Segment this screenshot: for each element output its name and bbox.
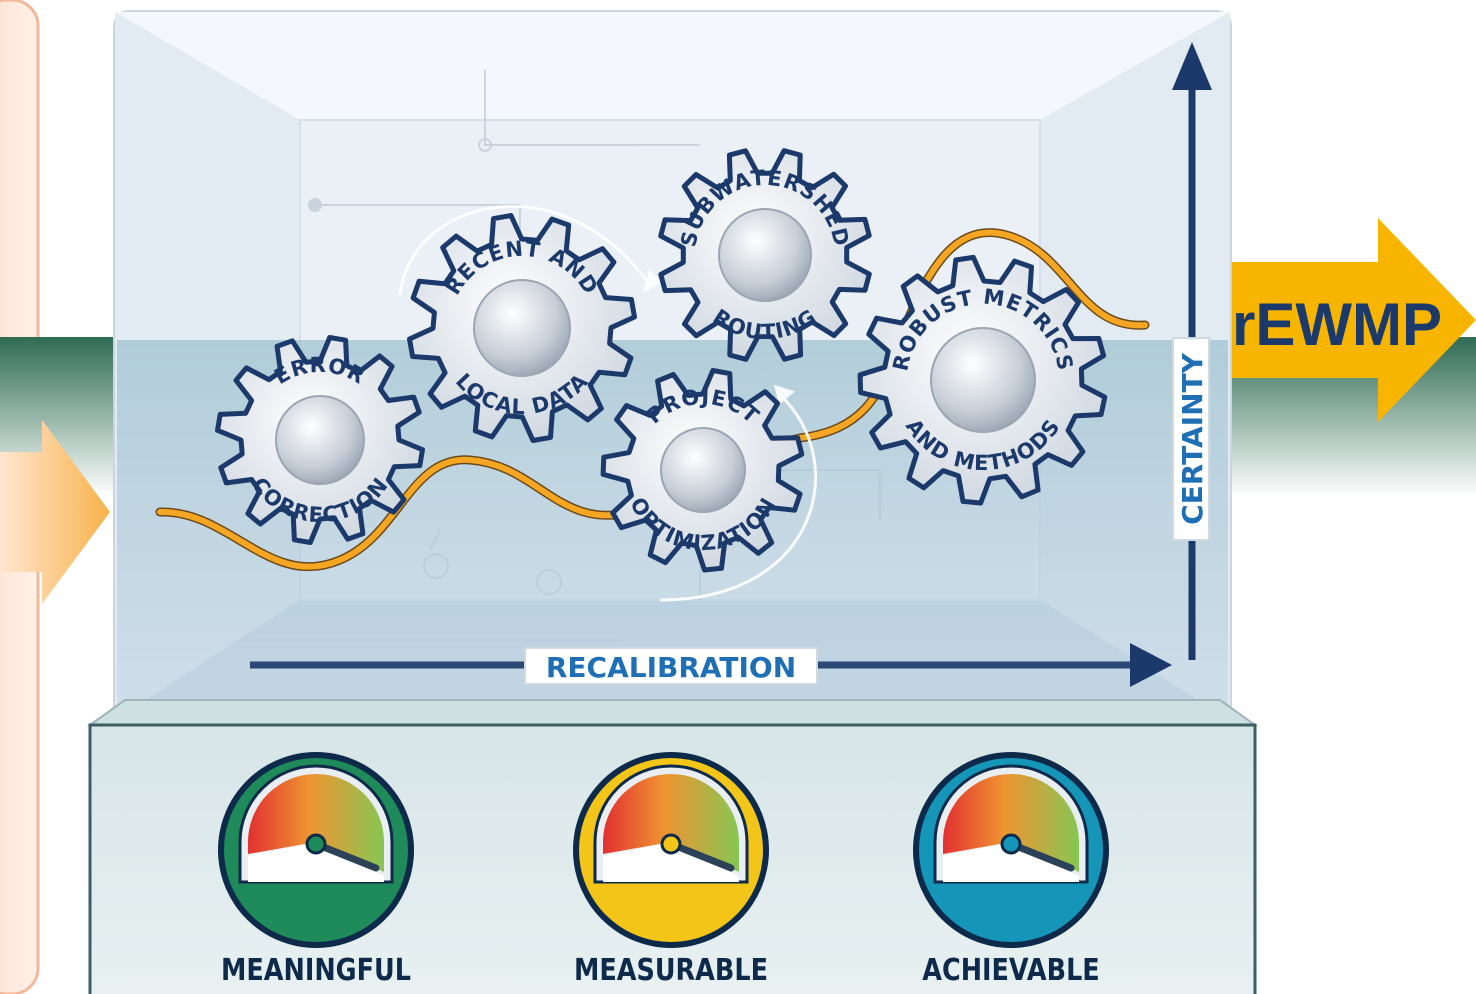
y-axis: CERTAINTY <box>1172 42 1212 660</box>
gauge-dial <box>943 774 1079 872</box>
y-axis-label: CERTAINTY <box>1176 352 1209 525</box>
gauge-pivot <box>660 833 682 855</box>
gear-hub <box>930 327 1036 433</box>
gauges-group: MEANINGFUL MEASURABLE ACHIEVABLE <box>218 752 1109 988</box>
gauge-dial <box>603 774 739 872</box>
gauge-lower-face <box>943 842 1079 882</box>
input-arrow <box>0 420 110 604</box>
x-axis: RECALIBRATION <box>250 643 1172 687</box>
gauge-pivot <box>305 833 327 855</box>
gear-hub <box>473 279 571 377</box>
gauge-needle <box>312 840 380 872</box>
gauge-pivot <box>1000 833 1022 855</box>
gauge-lower-face <box>248 842 384 882</box>
gauge-label: MEASURABLE <box>574 952 768 988</box>
gauge-lower-face <box>603 842 739 882</box>
gear-hub <box>660 427 746 513</box>
gear-hub <box>275 395 365 485</box>
gauge-measurable: MEASURABLE <box>573 752 769 988</box>
gear-hub <box>718 208 812 302</box>
gauge-meaningful: MEANINGFUL <box>218 752 414 988</box>
output-arrow-label: rEWMP <box>1232 291 1442 358</box>
gauge-dial <box>248 774 384 872</box>
output-arrow: rEWMP <box>1228 218 1476 422</box>
gauge-needle <box>1007 840 1075 872</box>
gauge-label: MEANINGFUL <box>221 952 411 988</box>
gauge-achievable: ACHIEVABLE <box>913 752 1109 988</box>
gauge-needle <box>667 840 735 872</box>
rotation-arcs <box>398 205 817 602</box>
gauge-label: ACHIEVABLE <box>922 952 1099 988</box>
x-axis-label: RECALIBRATION <box>546 651 796 684</box>
